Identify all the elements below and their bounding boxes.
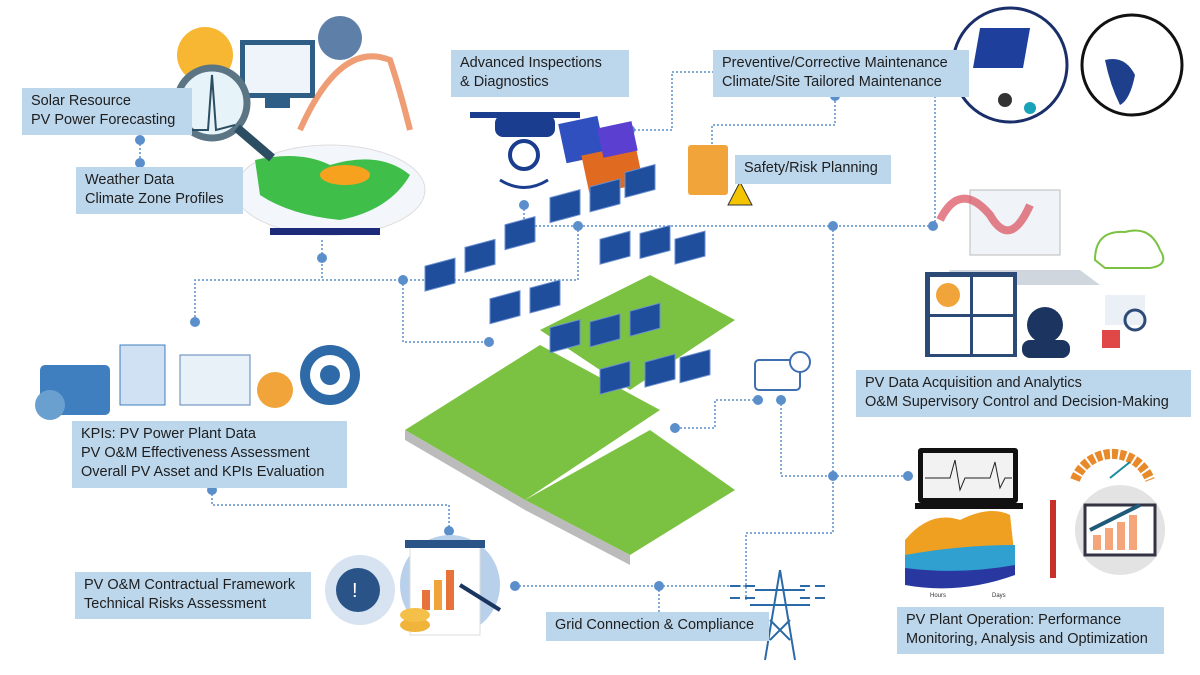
- node-inspections: Advanced Inspections & Diagnostics: [451, 50, 629, 97]
- connectors: [139, 71, 936, 612]
- plot-ylabel: Days: [992, 593, 1006, 599]
- node-text: Grid Connection & Compliance: [555, 617, 755, 633]
- node-text: Solar Resource: [31, 93, 131, 109]
- search-error-icon: [1102, 295, 1147, 348]
- node-text: PV Data Acquisition and Analytics: [865, 375, 1082, 391]
- world-climate-map-icon: [234, 144, 426, 236]
- node-text: KPIs: PV Power Plant Data: [81, 426, 256, 442]
- weather-monitor-icon: [240, 40, 315, 108]
- satellite-globe-icon: [318, 16, 362, 60]
- solar-farm-icon: [405, 163, 735, 565]
- node-text: Advanced Inspections: [460, 55, 602, 71]
- node-kpis: KPIs: PV Power Plant Data PV O&M Effectiv…: [72, 421, 347, 488]
- node-text: O&M Supervisory Control and Decision-Mak…: [865, 394, 1169, 410]
- node-text: Overall PV Asset and KPIs Evaluation: [81, 464, 325, 480]
- plot-xlabel: Hours: [930, 593, 946, 599]
- solar-panel-wrench-icon: [951, 6, 1069, 124]
- node-text: Monitoring, Analysis and Optimization: [906, 631, 1148, 647]
- connector-dots: [135, 91, 938, 591]
- inverter-icon: [754, 351, 811, 391]
- analytics-laptop-icon: [936, 189, 1100, 285]
- thermal-image-icon: [558, 115, 644, 195]
- drone-icon: [470, 112, 580, 189]
- node-text: PV Power Forecasting: [31, 112, 176, 128]
- node-solar-resource: Solar Resource PV Power Forecasting: [22, 88, 192, 135]
- node-safety: Safety/Risk Planning: [735, 155, 891, 184]
- dashboard-icon: [925, 272, 1017, 357]
- node-text: Weather Data: [85, 172, 175, 188]
- laptop-ecg-icon: [915, 448, 1023, 509]
- power-tower-icon: [730, 569, 830, 661]
- node-grid: Grid Connection & Compliance: [546, 612, 769, 641]
- target-icon: [300, 345, 360, 405]
- node-text: Safety/Risk Planning: [744, 160, 878, 176]
- kpi-tools-icon: [35, 344, 293, 420]
- 3d-surface-plot-icon: Hours Days: [905, 500, 1056, 599]
- node-text: PV O&M Contractual Framework: [84, 577, 296, 593]
- node-text: Climate Zone Profiles: [85, 191, 224, 207]
- node-text: Preventive/Corrective Maintenance: [722, 55, 948, 71]
- svg-text:!: !: [352, 580, 358, 602]
- node-text: PV Plant Operation: Performance: [906, 612, 1122, 628]
- speedometer-icon: [1070, 449, 1155, 482]
- node-text: Climate/Site Tailored Maintenance: [722, 74, 942, 90]
- cloud-network-icon: [1093, 229, 1165, 269]
- node-text: Technical Risks Assessment: [84, 596, 267, 612]
- performance-monitor-icon: [1075, 485, 1165, 575]
- globe-icon: [1080, 13, 1184, 117]
- node-text: PV O&M Effectiveness Assessment: [81, 445, 310, 461]
- gauge-icon: !: [325, 555, 395, 625]
- coins-icon: [400, 608, 430, 632]
- operator-icon: [1022, 307, 1070, 358]
- safety-checklist-icon: [688, 145, 753, 206]
- node-text: & Diagnostics: [460, 74, 549, 90]
